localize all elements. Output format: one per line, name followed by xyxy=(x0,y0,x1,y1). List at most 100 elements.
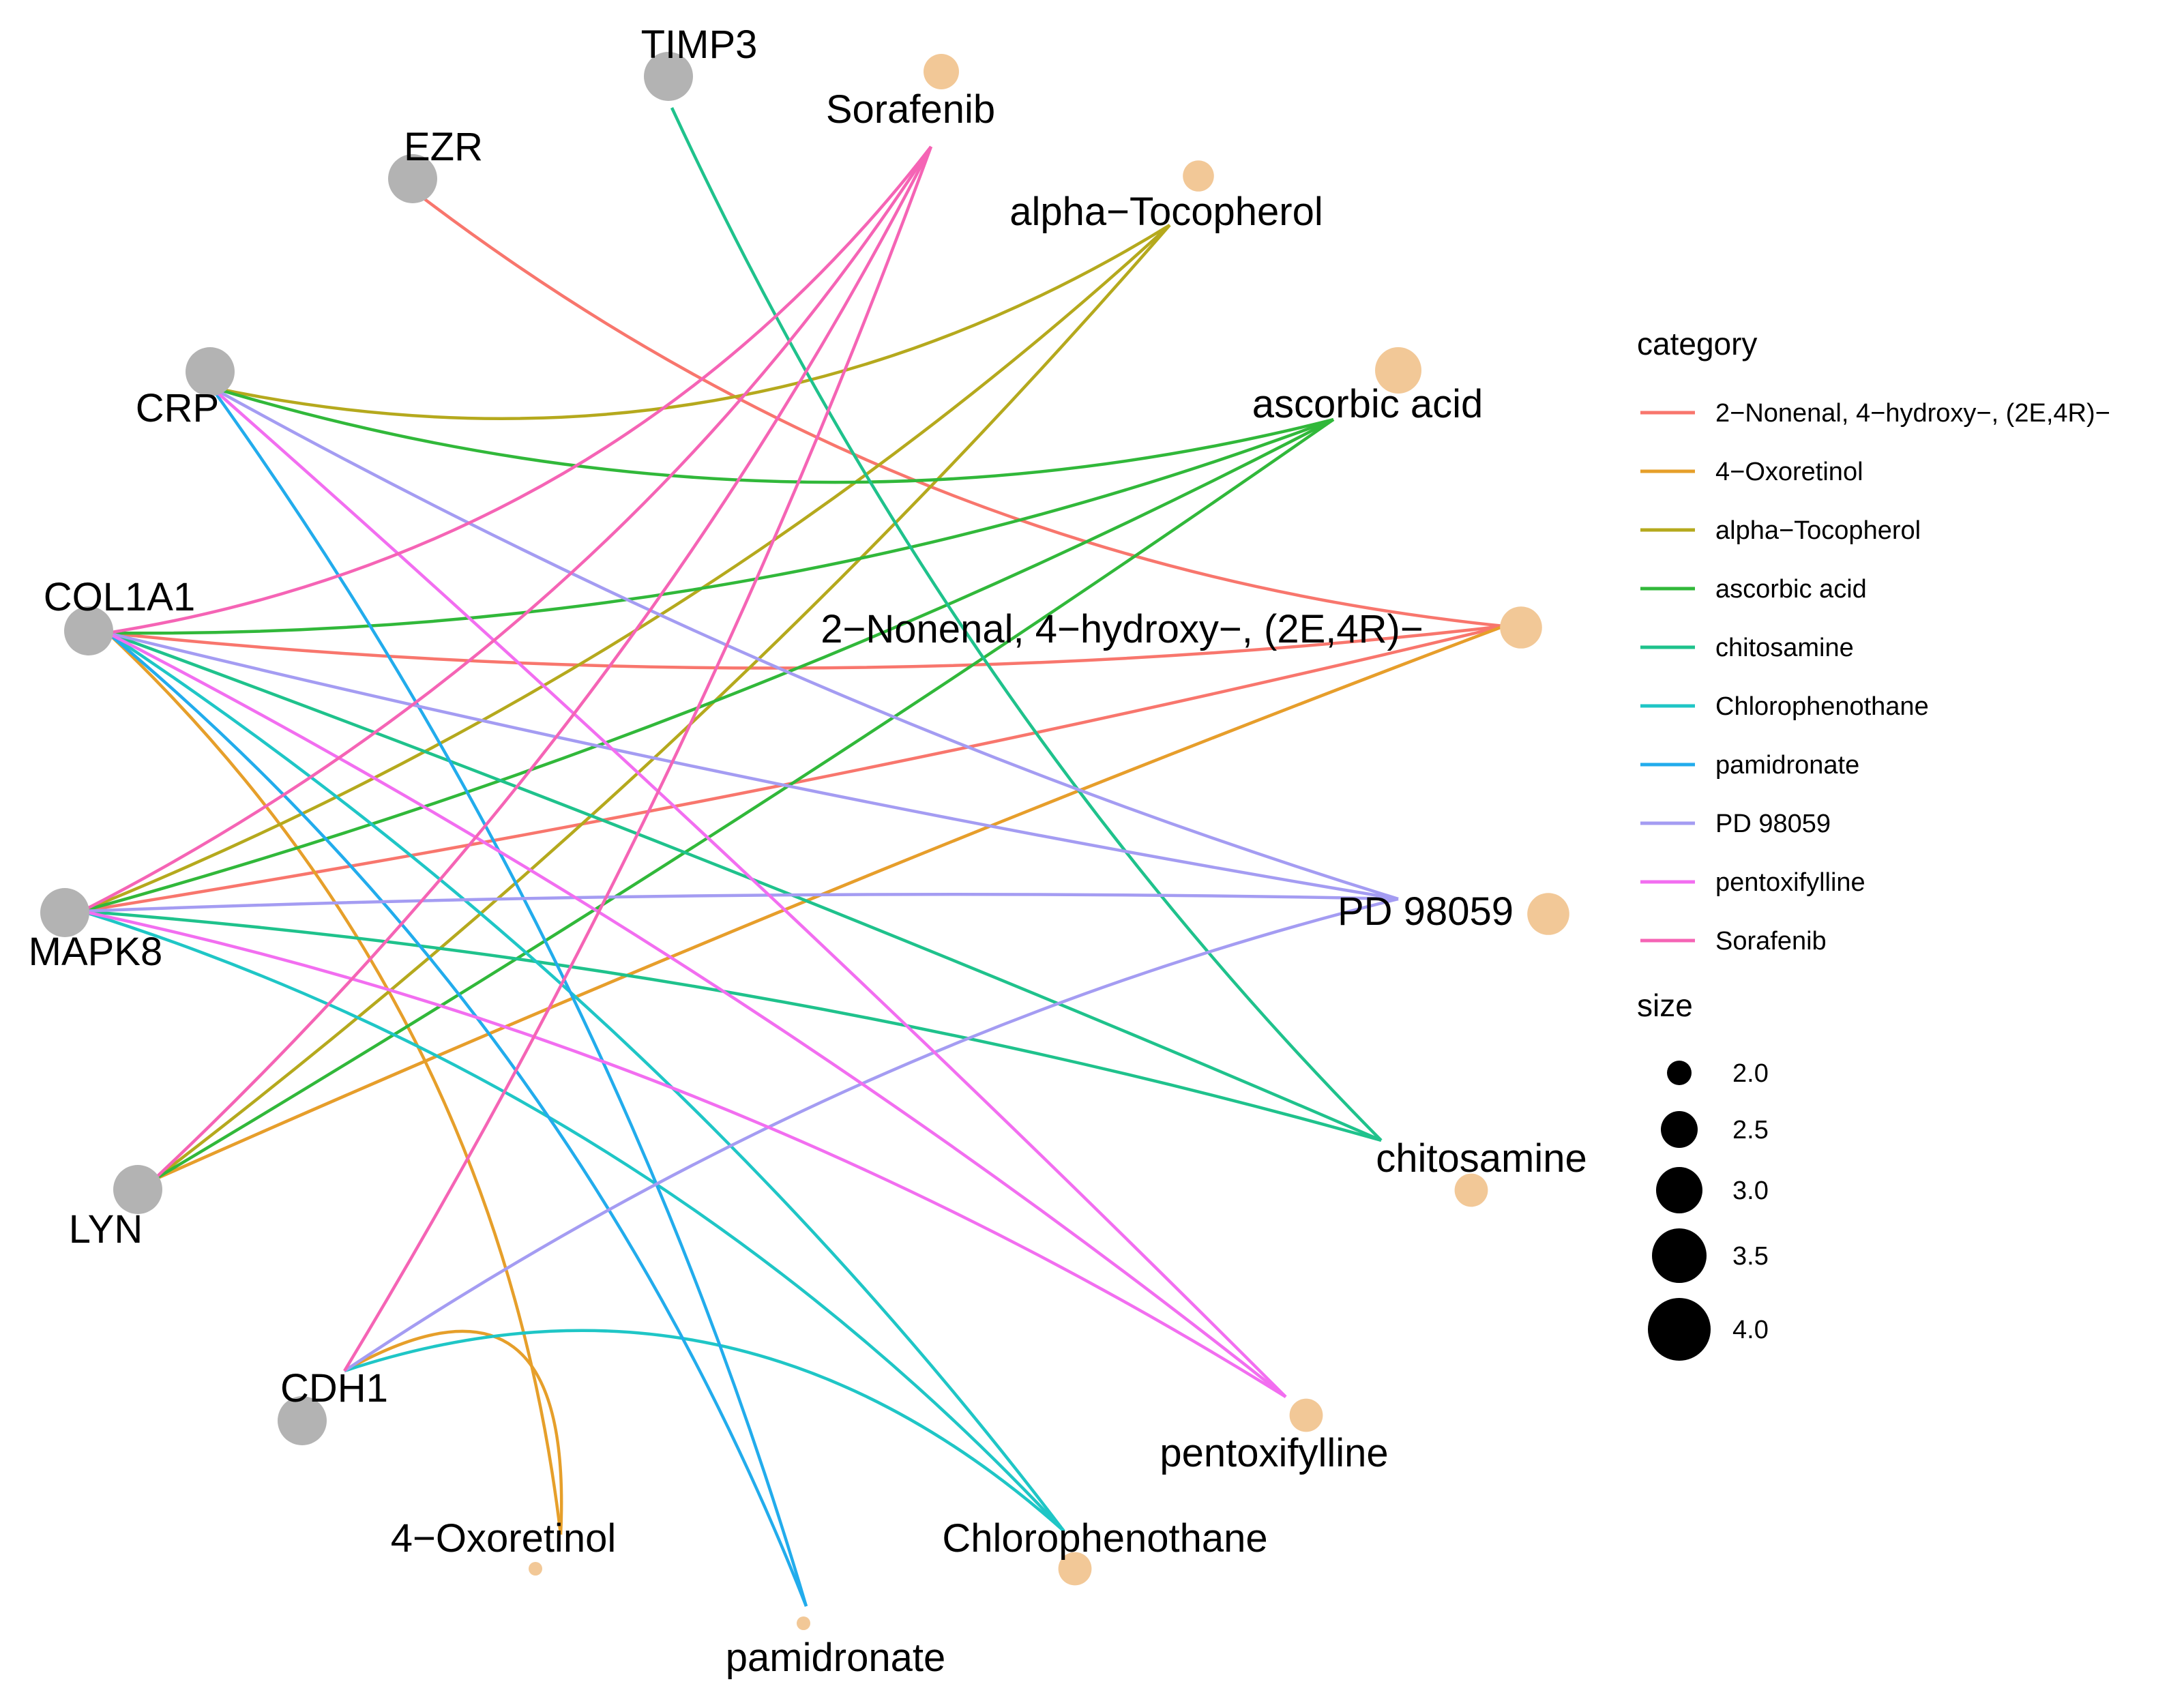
legend-size-item-3-0: 3.0 xyxy=(1656,1167,1769,1213)
node-pamidronate xyxy=(797,1616,810,1630)
legend-item-sorafenib: Sorafenib xyxy=(1640,927,1827,956)
node-label-2-nonenal: 2−Nonenal, 4−hydroxy−, (2E,4R)− xyxy=(821,607,1423,651)
legend-label-alpha-tocopherol: alpha−Tocopherol xyxy=(1715,516,1921,545)
legend-label-chitosamine: chitosamine xyxy=(1715,634,1854,662)
node-label-alpha-tocopherol: alpha−Tocopherol xyxy=(1009,190,1323,234)
legend-size-dot-3-0 xyxy=(1656,1167,1702,1213)
legend-item-alpha-tocopherol: alpha−Tocopherol xyxy=(1640,516,1921,545)
edge-mapk8-pd-98059-24 xyxy=(81,892,1399,913)
legend-item-4-oxoretinol: 4−Oxoretinol xyxy=(1640,458,1863,486)
edge-crp-ascorbic-acid-10 xyxy=(211,385,1334,484)
node-label-ezr: EZR xyxy=(404,125,483,169)
legend-category-items: 2−Nonenal, 4−hydroxy−, (2E,4R)− 4−Oxoreti… xyxy=(1640,399,2110,956)
edge-crp-alpha-tocopherol-7 xyxy=(211,224,1171,420)
legend-label-chlorophenothane: Chlorophenothane xyxy=(1715,692,1929,721)
edge-col1a1-pd-98059-23 xyxy=(107,631,1399,901)
edge-col1a1-2-nonenal-1 xyxy=(107,624,1505,670)
legend-label-pentoxifylline: pentoxifylline xyxy=(1715,868,1865,897)
edge-cdh1-pd-98059-25 xyxy=(343,897,1399,1372)
edge-mapk8-ascorbic-acid-12 xyxy=(81,418,1335,913)
edge-lyn-ascorbic-acid-13 xyxy=(152,418,1335,1181)
edge-cdh1-4-oxoretinol-5 xyxy=(343,1329,563,1535)
edge-col1a1-pamidronate-21 xyxy=(106,632,808,1607)
edge-mapk8-alpha-tocopherol-8 xyxy=(81,224,1171,913)
legend-category-title: category xyxy=(1637,326,1757,361)
node-label-pamidronate: pamidronate xyxy=(726,1636,945,1680)
edge-crp-pamidronate-20 xyxy=(210,386,808,1607)
legend-size-item-3-5: 3.5 xyxy=(1652,1228,1769,1283)
legend-label-pamidronate: pamidronate xyxy=(1715,751,1859,780)
legend-size-label-2-0: 2.0 xyxy=(1732,1059,1769,1088)
node-ascorbic-acid xyxy=(1375,347,1421,394)
node-label-col1a1: COL1A1 xyxy=(44,575,195,619)
node-col1a1 xyxy=(64,606,113,655)
edge-crp-pd-98059-22 xyxy=(210,386,1399,901)
legend-item-2-nonenal: 2−Nonenal, 4−hydroxy−, (2E,4R)− xyxy=(1640,399,2110,428)
legend-item-ascorbic-acid: ascorbic acid xyxy=(1640,575,1867,604)
node-label-sorafenib: Sorafenib xyxy=(826,87,995,132)
node-label-chlorophenothane: Chlorophenothane xyxy=(942,1516,1267,1561)
node-label-lyn: LYN xyxy=(69,1207,143,1252)
node-label-cdh1: CDH1 xyxy=(280,1366,388,1410)
edge-mapk8-chitosamine-16 xyxy=(81,909,1382,1142)
edge-lyn-sorafenib-31 xyxy=(152,145,933,1181)
legend-label-pd-98059: PD 98059 xyxy=(1715,810,1831,838)
node-pd-98059 xyxy=(1527,893,1569,935)
edge-mapk8-pentoxifylline-28 xyxy=(81,909,1287,1398)
node-label-pentoxifylline: pentoxifylline xyxy=(1160,1431,1388,1475)
edge-lyn-alpha-tocopherol-9 xyxy=(152,224,1171,1181)
edge-col1a1-4-oxoretinol-4 xyxy=(106,632,563,1535)
legend-label-sorafenib: Sorafenib xyxy=(1715,927,1827,956)
edge-col1a1-pentoxifylline-27 xyxy=(106,632,1287,1398)
node-2-nonenal xyxy=(1500,606,1542,649)
edge-cdh1-sorafenib-32 xyxy=(343,146,933,1372)
node-lyn xyxy=(113,1165,162,1214)
node-alpha-tocopherol xyxy=(1183,160,1214,192)
legend-item-pentoxifylline: pentoxifylline xyxy=(1640,868,1865,897)
legend-size-dot-2-5 xyxy=(1661,1111,1698,1148)
node-4-oxoretinol xyxy=(529,1562,542,1576)
node-label-timp3: TIMP3 xyxy=(641,23,758,67)
legend-size-items: 2.0 2.5 3.0 3.5 4.0 xyxy=(1648,1059,1769,1361)
node-label-ascorbic-acid: ascorbic acid xyxy=(1252,382,1483,426)
node-pentoxifylline xyxy=(1289,1398,1323,1432)
node-ezr xyxy=(388,154,437,203)
legend-size-label-3-0: 3.0 xyxy=(1732,1177,1769,1205)
node-cdh1 xyxy=(278,1396,327,1445)
legend-label-4-oxoretinol: 4−Oxoretinol xyxy=(1715,458,1863,486)
legend-size-label-2-5: 2.5 xyxy=(1732,1116,1769,1144)
edge-col1a1-chlorophenothane-17 xyxy=(106,632,1065,1533)
node-label-4-oxoretinol: 4−Oxoretinol xyxy=(391,1516,616,1561)
edge-mapk8-chlorophenothane-18 xyxy=(81,909,1065,1533)
node-timp3 xyxy=(644,52,693,101)
node-label-crp: CRP xyxy=(136,386,219,430)
legend-size-label-4-0: 4.0 xyxy=(1732,1316,1769,1344)
node-chitosamine xyxy=(1454,1173,1488,1207)
node-label-pd-98059: PD 98059 xyxy=(1338,889,1514,934)
legend-size-item-2-5: 2.5 xyxy=(1661,1111,1769,1148)
nodes-layer xyxy=(40,52,1569,1630)
node-sorafenib xyxy=(924,54,959,89)
edge-timp3-chitosamine-14 xyxy=(670,107,1383,1142)
legend-size-label-3-5: 3.5 xyxy=(1732,1242,1769,1271)
legend-size-dot-4-0 xyxy=(1648,1298,1711,1361)
node-crp xyxy=(186,347,235,396)
edge-col1a1-ascorbic-acid-11 xyxy=(107,417,1334,635)
edge-crp-pentoxifylline-26 xyxy=(210,386,1287,1398)
node-label-mapk8: MAPK8 xyxy=(29,930,163,974)
node-mapk8 xyxy=(40,888,89,937)
legend-item-chitosamine: chitosamine xyxy=(1640,634,1854,662)
edge-cdh1-chlorophenothane-19 xyxy=(344,1329,1065,1533)
legend-size-dot-3-5 xyxy=(1652,1228,1707,1283)
legend-item-chlorophenothane: Chlorophenothane xyxy=(1640,692,1929,721)
edges-layer xyxy=(80,107,1505,1607)
edge-col1a1-sorafenib-29 xyxy=(107,145,932,635)
legend-size-item-4-0: 4.0 xyxy=(1648,1298,1769,1361)
legend-size-title: size xyxy=(1637,988,1693,1023)
legend-size-dot-2-0 xyxy=(1667,1061,1692,1085)
edge-mapk8-sorafenib-30 xyxy=(80,145,932,913)
legend-size-item-2-0: 2.0 xyxy=(1667,1059,1769,1088)
node-label-chitosamine: chitosamine xyxy=(1376,1136,1587,1181)
